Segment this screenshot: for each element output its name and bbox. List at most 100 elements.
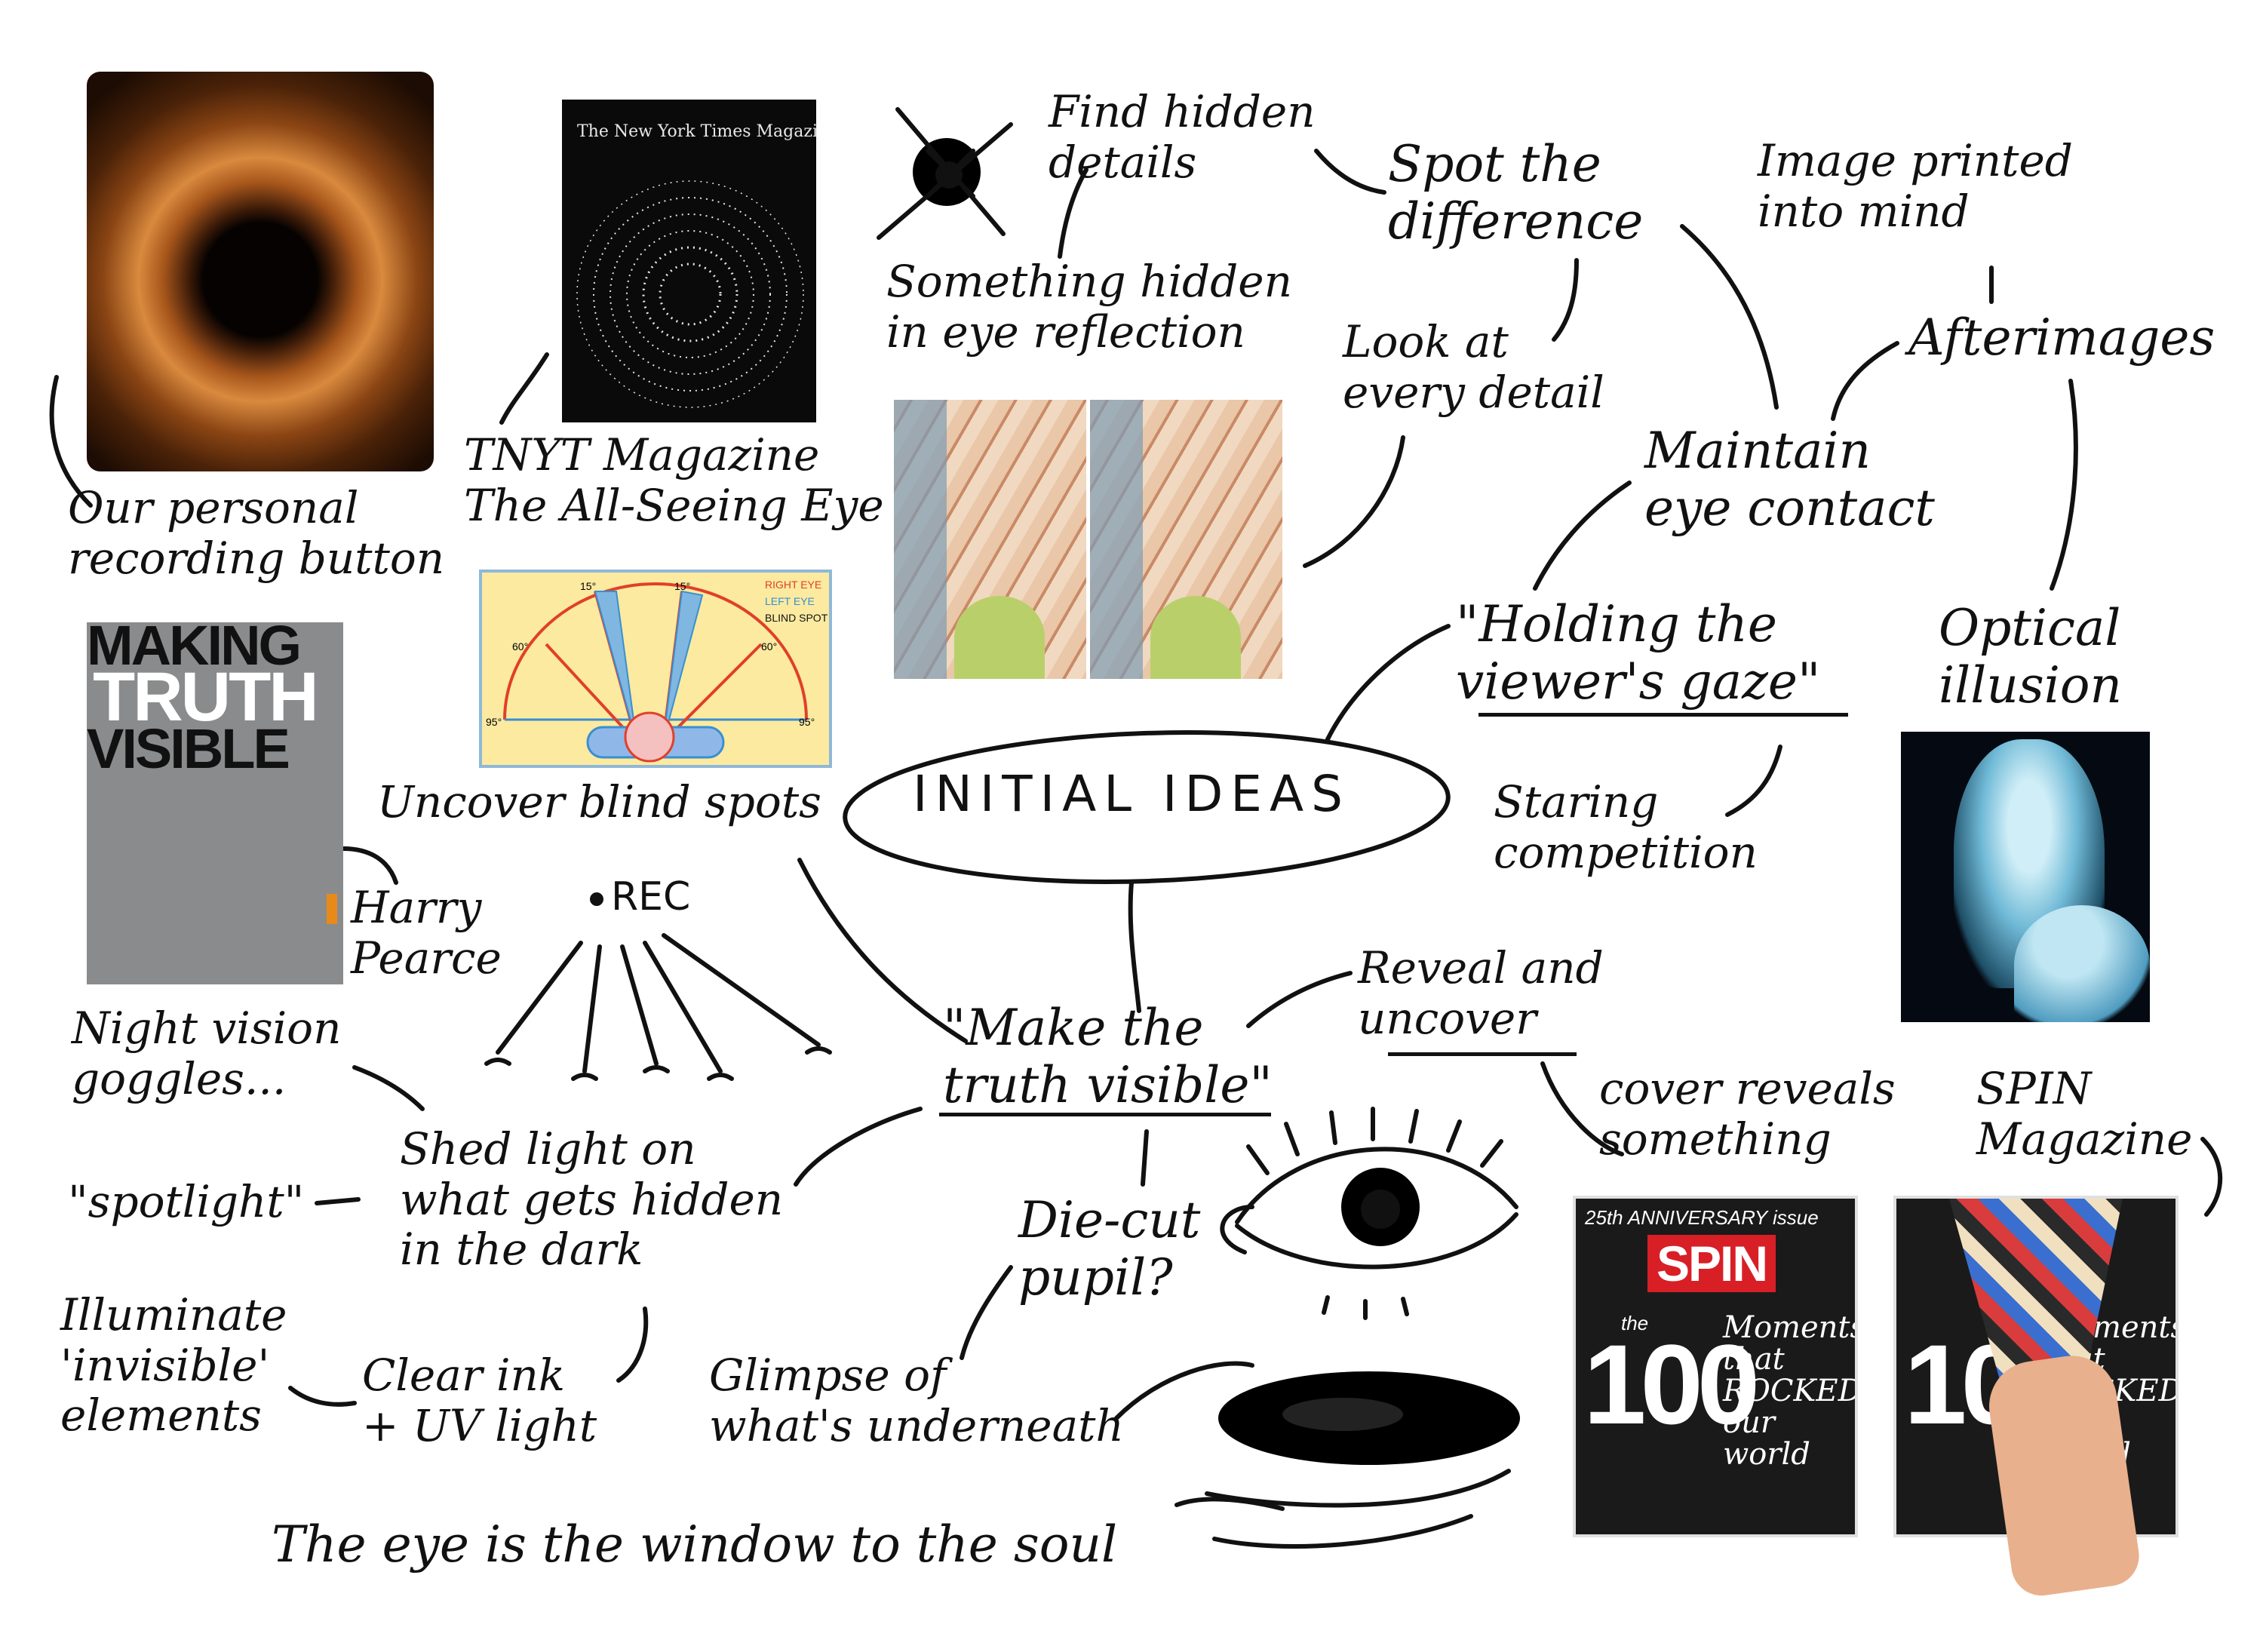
note-die-cut-pupil: Die-cut pupil?: [1018, 1191, 1201, 1307]
line-recording: [49, 375, 93, 508]
eye-sketch: [1220, 1107, 1518, 1320]
line-make-shed: [794, 1107, 923, 1187]
line-uncover-make: [797, 858, 968, 1043]
poster-line-making: MAKING: [87, 622, 302, 677]
poster-line-visible: VISIBLE: [87, 717, 290, 780]
note-glimpse: Glimpse of what's underneath: [709, 1350, 1124, 1451]
eye-closeup-photo: [87, 72, 434, 471]
tick-60-left: 60°: [512, 640, 529, 653]
line-after-maintain: [1831, 341, 1899, 421]
line-holding-center: [1325, 624, 1451, 742]
line-find-spot: [1314, 149, 1386, 195]
blind-spot-diagram: RIGHT EYE LEFT EYE BLIND SPOT 15° 15° 60…: [479, 570, 832, 768]
crossed-eye-sketch: [877, 107, 1013, 240]
note-image-printed: Image printed into mind: [1758, 135, 2073, 237]
rec-ray-5: [662, 933, 821, 1047]
note-something-hidden: Something hidden in eye reflection: [886, 256, 1292, 358]
note-look-detail: Look at every detail: [1343, 316, 1604, 418]
line-night-shed: [352, 1065, 425, 1111]
note-shed-light: Shed light on what gets hidden in the da…: [400, 1123, 784, 1276]
line-holding-staring: [1725, 745, 1782, 817]
line-center-make: [1128, 880, 1141, 1013]
center-initial-ideas: INITIAL IDEAS: [913, 765, 1351, 823]
note-spot-difference: Spot the difference: [1388, 135, 1644, 250]
line-maintain-holding: [1533, 481, 1632, 591]
spin-magazine-cover: 25th ANNIVERSARY issue SPIN the 100 Mome…: [1573, 1196, 1858, 1537]
rec-ray-4: [643, 941, 723, 1073]
rec-eye-4: [707, 1073, 734, 1081]
note-optical-illusion: Optical illusion: [1939, 599, 2123, 714]
rec-eye-3: [643, 1065, 670, 1073]
rec-ray-1: [496, 941, 583, 1055]
note-spotlight: "spotlight": [68, 1176, 305, 1227]
note-harry-pearce: Harry Pearce: [351, 882, 502, 984]
rec-eye-5: [805, 1046, 832, 1055]
note-rec: REC: [611, 874, 691, 920]
tick-15-left: 15°: [580, 580, 597, 592]
rec-ray-2: [582, 944, 602, 1073]
note-nyt-caption: TNYT Magazine The All-Seeing Eye: [464, 429, 884, 531]
underline-holding-gaze: [1478, 713, 1848, 717]
portrait-shoulder: [2014, 905, 2150, 1022]
line-shed-clear: [616, 1307, 649, 1383]
poster-orange-tab: [327, 894, 337, 924]
center-ellipse: [843, 730, 1451, 884]
note-maintain-eye-contact: Maintain eye contact: [1644, 422, 1935, 537]
line-spotlight-shed: [315, 1197, 361, 1205]
blind-spot-arc: [503, 582, 808, 763]
spin-banner: 25th ANNIVERSARY issue: [1585, 1206, 1819, 1229]
note-night-vision: Night vision goggles...: [72, 1003, 342, 1104]
line-spin-bracket: [2200, 1137, 2223, 1217]
spot-left-building: [894, 400, 947, 679]
making-truth-visible-poster: MAKING TRUTH VISIBLE: [87, 622, 343, 984]
legend-left-eye: LEFT EYE: [765, 595, 815, 607]
poster-line-truth: TRUTH: [93, 659, 319, 735]
underline-make-truth: [939, 1113, 1271, 1116]
line-spot-maintain: [1680, 224, 1779, 410]
line-make-die: [1141, 1129, 1149, 1187]
line-spot-look: [1552, 258, 1579, 342]
line-reveal-cover: [1540, 1061, 1624, 1156]
tick-95-right: 95°: [799, 716, 815, 728]
rec-dot: [590, 892, 603, 906]
legend-blind-spot: BLIND SPOT: [765, 612, 828, 624]
rec-ray-3: [620, 944, 659, 1066]
note-holding-gaze: "Holding the viewer's gaze": [1456, 595, 1821, 711]
note-cover-reveals: cover reveals something: [1599, 1063, 1896, 1165]
tick-60-right: 60°: [761, 640, 778, 653]
tick-15-right: 15°: [674, 580, 691, 592]
note-eye-window-soul: The eye is the window to the soul: [272, 1515, 1118, 1574]
note-recording-button: Our personal recording button: [68, 482, 445, 584]
line-make-reveal: [1246, 971, 1353, 1028]
line-nyt: [499, 352, 549, 425]
note-afterimages: Afterimages: [1908, 309, 2215, 367]
nyt-magazine-cover: The New York Times Magazine: [562, 100, 816, 422]
spin-logo: SPIN: [1647, 1235, 1776, 1292]
note-illuminate: Illuminate 'invisible' elements: [60, 1289, 287, 1442]
note-reveal-uncover: Reveal and uncover: [1358, 942, 1604, 1044]
note-uncover-blind-spots: Uncover blind spots: [377, 776, 821, 828]
all-seeing-eye-rings: [576, 180, 804, 408]
spin-moments: Moments that ROCKED our world: [1723, 1310, 1858, 1472]
inverted-portrait-illusion: [1901, 732, 2150, 1022]
line-find-something: [1058, 167, 1089, 259]
note-make-truth-visible: "Make the truth visible": [943, 999, 1273, 1114]
swirl-sketch: [1114, 1361, 1520, 1549]
spot-the-difference-left: [894, 400, 1086, 679]
line-illuminate-clear: [288, 1386, 357, 1407]
rec-eye-1: [484, 1058, 511, 1066]
spot-left-greenery: [954, 596, 1045, 679]
nyt-masthead: The New York Times Magazine: [577, 122, 816, 141]
legend-right-eye: RIGHT EYE: [765, 579, 822, 591]
tick-95-left: 95°: [486, 716, 502, 728]
rec-eye-2: [571, 1073, 598, 1081]
line-harry: [341, 846, 398, 885]
line-after-optical: [2050, 379, 2078, 591]
spot-right-greenery: [1150, 596, 1241, 679]
underline-reveal-uncover: [1388, 1052, 1577, 1056]
note-find-hidden: Find hidden details: [1049, 86, 1316, 188]
spot-the-difference-right: [1090, 400, 1282, 679]
line-look-photos: [1303, 435, 1405, 568]
